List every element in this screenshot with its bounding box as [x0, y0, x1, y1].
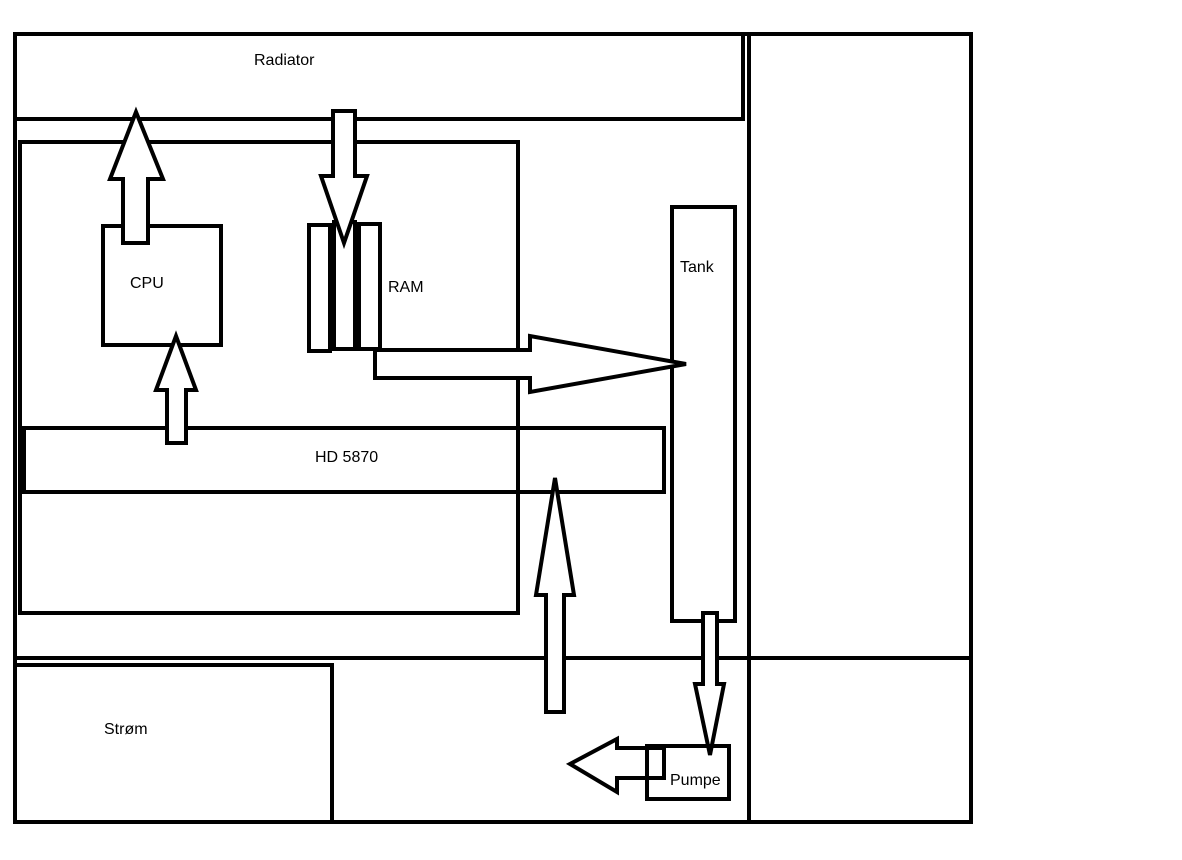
power-supply-box [13, 663, 334, 824]
ram-stick-3 [357, 222, 382, 351]
radiator-label: Radiator [254, 52, 315, 69]
cpu-box [101, 224, 223, 347]
radiator-box [13, 32, 745, 121]
flow-arrow-tank-to-pump [692, 611, 727, 756]
flow-arrow-ram-to-tank [373, 333, 687, 395]
flow-arrow-pump-to-gpu [533, 477, 577, 714]
flow-arrow-cpu-to-radiator [107, 106, 166, 245]
pump-label: Pumpe [670, 772, 721, 789]
cpu-label: CPU [130, 275, 164, 292]
flow-arrow-pump-outlet [565, 735, 666, 796]
pump-box [645, 744, 731, 801]
tank-label: Tank [680, 259, 715, 276]
gpu-box [22, 426, 666, 494]
flow-arrow-radiator-to-ram [318, 109, 370, 250]
gpu-label: HD 5870 [315, 449, 378, 466]
ram-stick-1 [307, 223, 332, 353]
flow-arrow-gpu-to-cpu [153, 330, 199, 445]
power-supply-label: Strøm [104, 721, 148, 738]
ram-label: RAM [388, 279, 424, 296]
